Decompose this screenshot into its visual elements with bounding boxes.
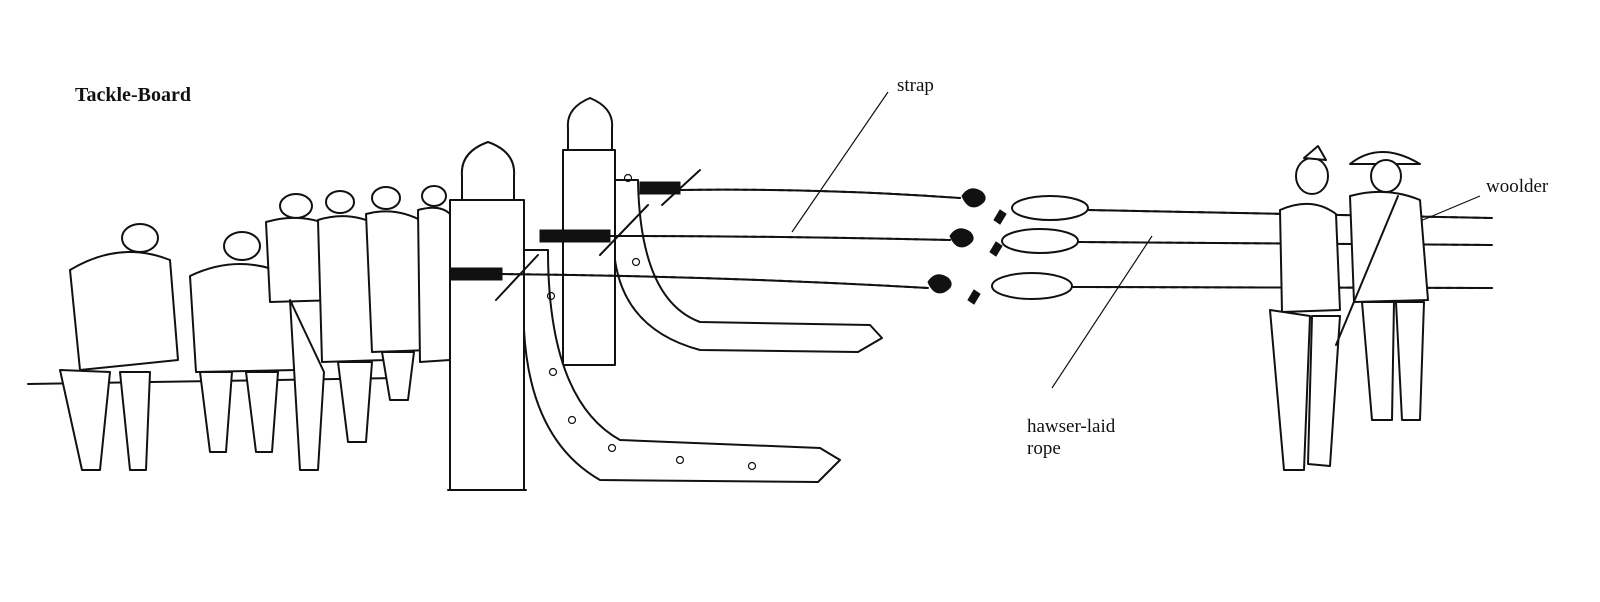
diagram-title: Tackle-Board bbox=[75, 84, 191, 106]
leader-lines bbox=[791, 91, 1481, 389]
tackle-board-frame bbox=[399, 97, 883, 491]
label-hawser-laid-line2: rope bbox=[1027, 438, 1061, 459]
label-strap: strap bbox=[897, 75, 934, 96]
workers-group-right bbox=[1269, 145, 1429, 471]
workers-group-left bbox=[27, 185, 451, 471]
label-hawser-laid-line1: hawser-laid bbox=[1027, 416, 1116, 437]
ropes bbox=[431, 169, 1493, 305]
label-woolder: woolder bbox=[1486, 176, 1549, 197]
